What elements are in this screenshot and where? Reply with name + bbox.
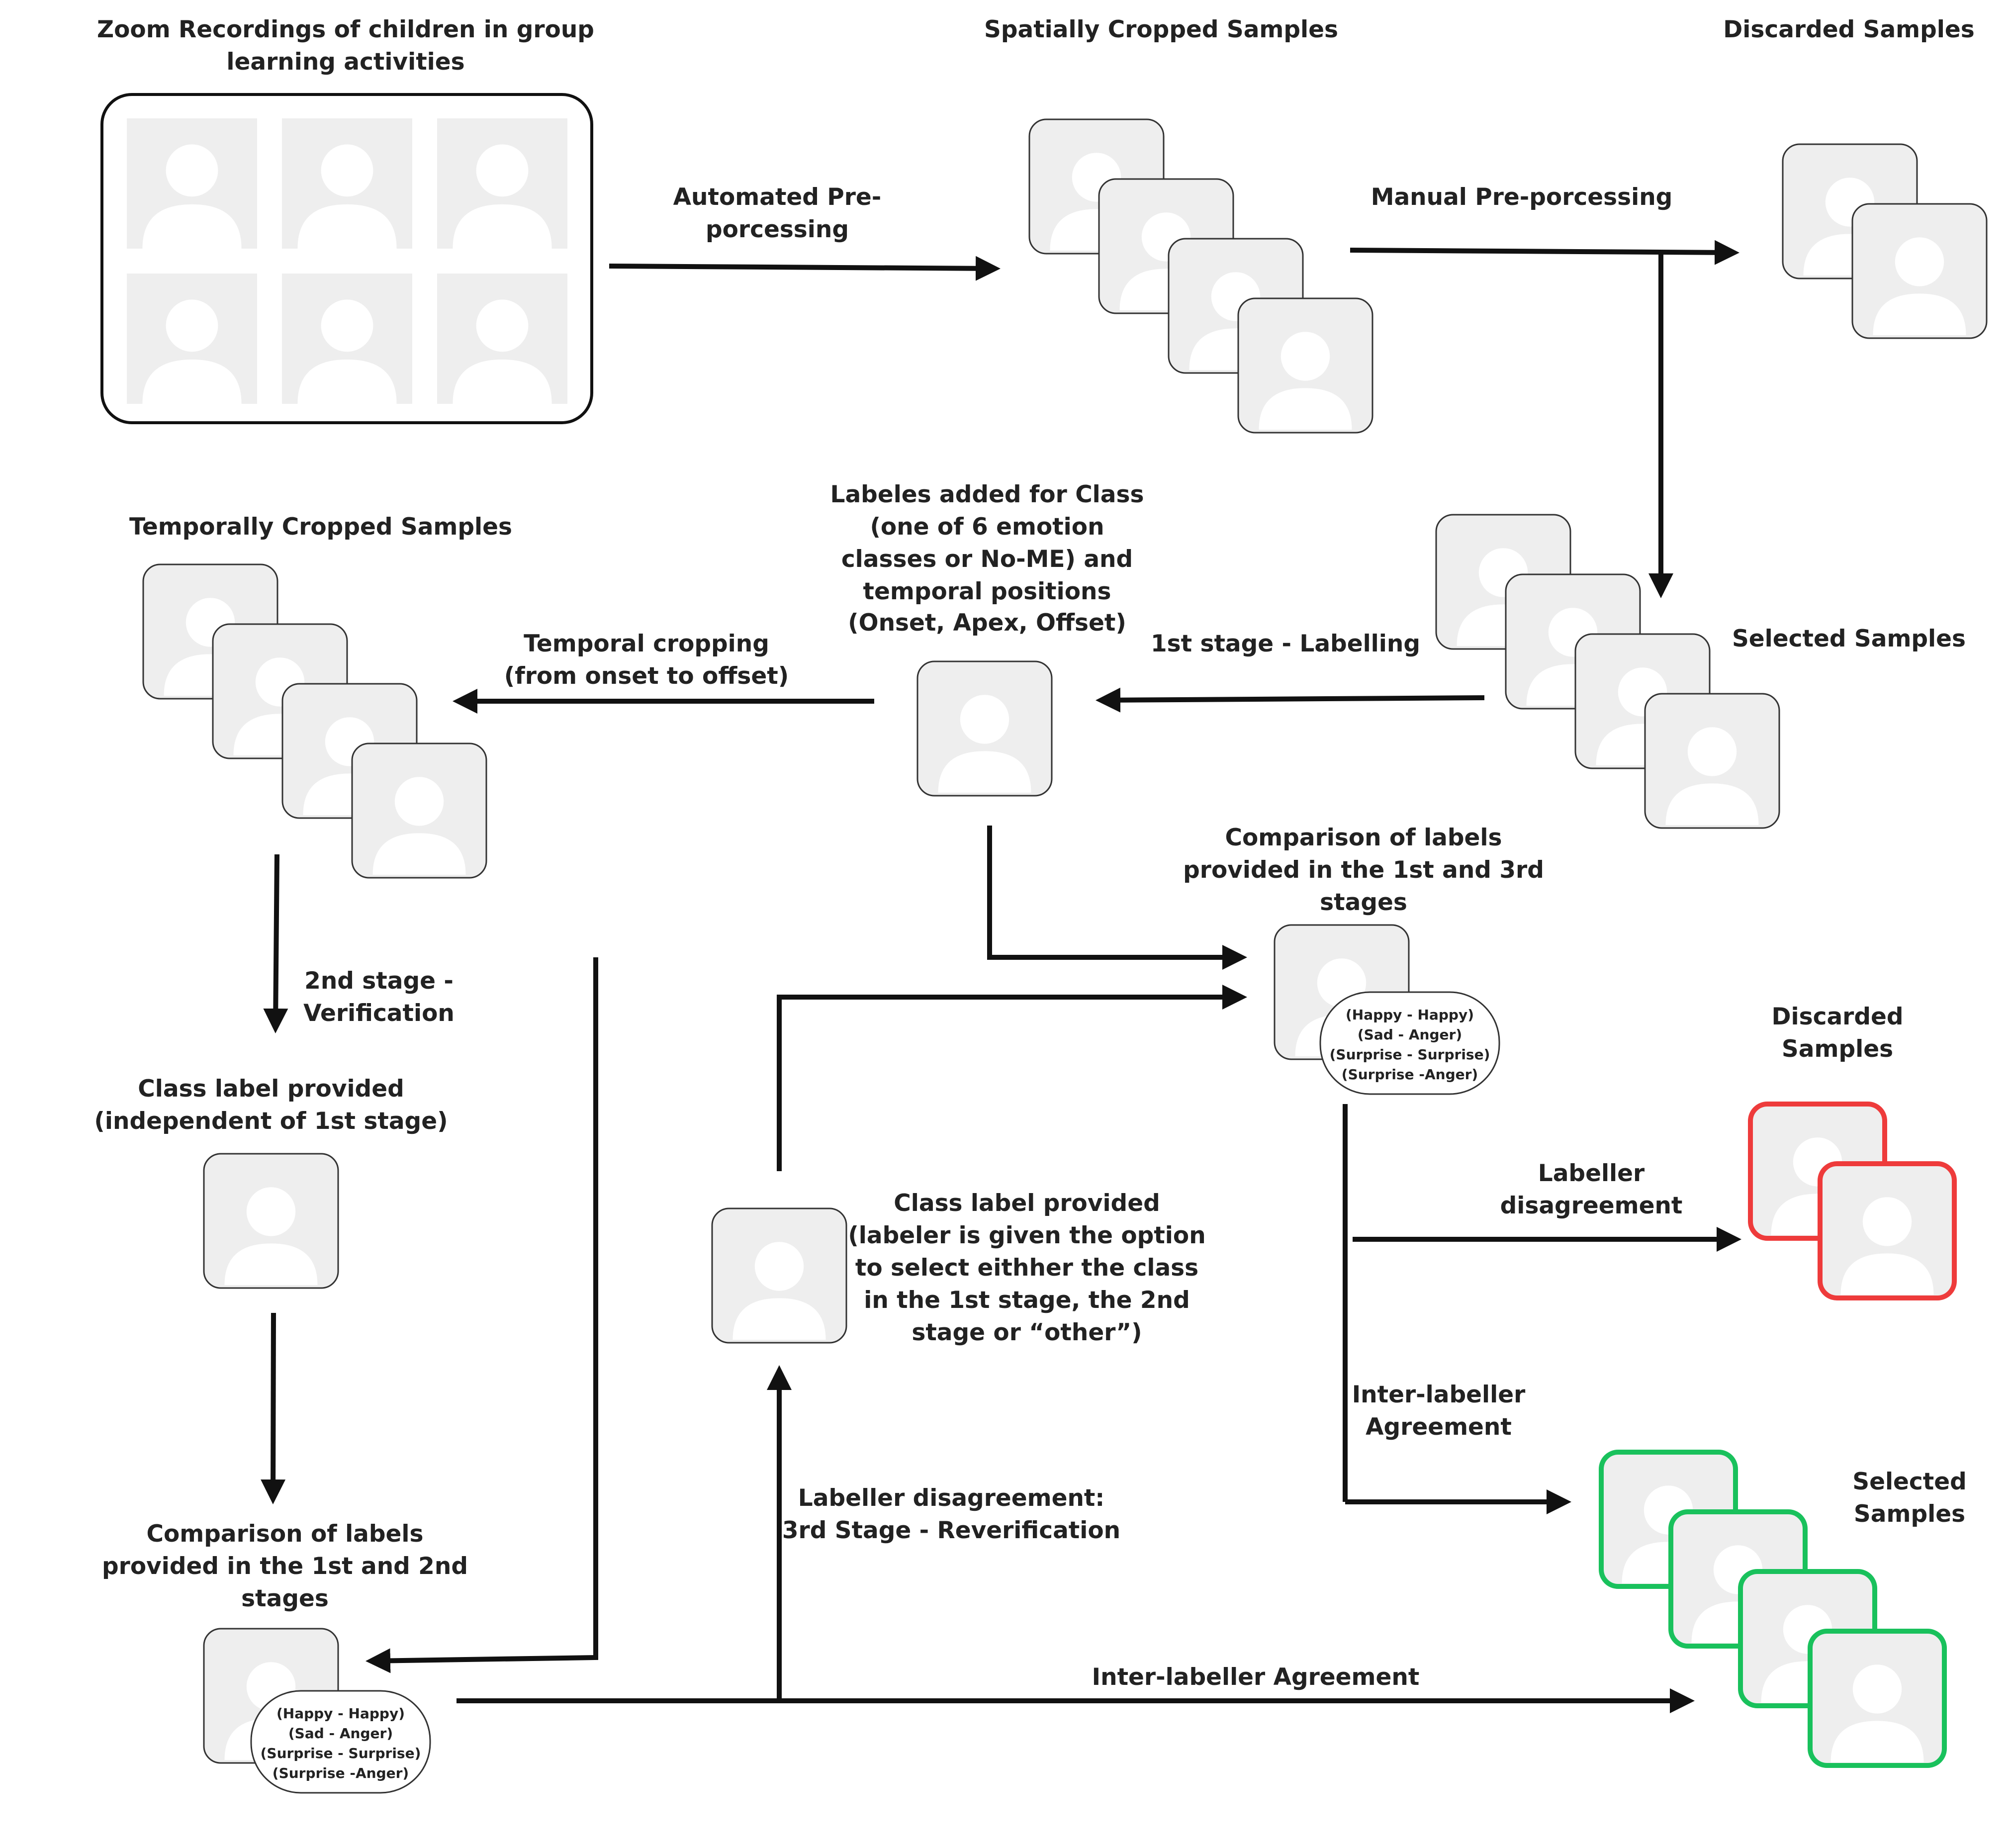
comparison-pair: (Surprise - Surprise) [261, 1745, 421, 1761]
label-selected-samples-top: Selected Samples [1732, 625, 1966, 652]
spatially-cropped-samples-stack [1028, 118, 1373, 434]
zoom-recordings-frame [100, 93, 593, 424]
svg-text:Labeller: Labeller [1538, 1160, 1645, 1187]
arrow-second-stage-verification [263, 854, 288, 1033]
label-automated-preprocessing: Automated Pre- porcessing [673, 184, 882, 243]
svg-text:classes or No-ME) and: classes or No-ME) and [841, 546, 1133, 573]
comparison-badge-1-3: (Happy - Happy) (Sad - Anger) (Surprise … [1319, 991, 1500, 1095]
svg-text:Temporal cropping: Temporal cropping [524, 630, 769, 657]
svg-text:disagreement: disagreement [1500, 1192, 1683, 1219]
svg-text:provided in the 1st and 2nd: provided in the 1st and 2nd [102, 1553, 468, 1580]
svg-text:Class label provided: Class label provided [894, 1190, 1160, 1217]
svg-text:(Onset, Apex, Offset): (Onset, Apex, Offset) [848, 609, 1126, 637]
svg-text:stages: stages [1320, 889, 1407, 916]
svg-text:Discarded Samples: Discarded Samples [1723, 16, 1975, 43]
svg-text:Class label provided: Class label provided [138, 1075, 404, 1103]
comparison-pair: (Happy - Happy) [276, 1705, 405, 1722]
comparison-pair: (Surprise -Anger) [273, 1765, 409, 1781]
svg-text:(one of 6 emotion: (one of 6 emotion [870, 513, 1104, 541]
svg-text:(independent of 1st stage): (independent of 1st stage) [94, 1108, 448, 1135]
svg-text:Labeles added for Class: Labeles added for Class [830, 481, 1144, 508]
svg-text:2nd stage -: 2nd stage - [304, 967, 454, 995]
arrow-to-comparison-1-2 [261, 1312, 286, 1504]
comparison-badge-1-2: (Happy - Happy) (Sad - Anger) (Surprise … [250, 1690, 431, 1794]
svg-text:Zoom Recordings of children in: Zoom Recordings of children in group [97, 16, 594, 43]
label-labeller-disagreement-3rd-stage: Labeller disagreement: 3rd Stage - Rever… [782, 1484, 1120, 1544]
sample-tiles [142, 118, 1988, 1768]
connector-to-comparison-1-2 [366, 957, 598, 1673]
label-class-label-option: Class label provided (labeler is given t… [848, 1190, 1205, 1346]
svg-text:provided in the 1st and 3rd: provided in the 1st and 3rd [1183, 856, 1544, 884]
label-zoom-recordings: Zoom Recordings of children in group lea… [97, 16, 594, 76]
label-discarded-samples-mid: Discarded Samples [1771, 1003, 1903, 1063]
svg-text:Temporally Cropped Samples: Temporally Cropped Samples [129, 513, 512, 541]
label-inter-labeller-agreement-bottom: Inter-labeller Agreement [1092, 1663, 1420, 1691]
label-first-stage-labelling: 1st stage - Labelling [1151, 630, 1420, 657]
svg-text:Labeller disagreement:: Labeller disagreement: [798, 1484, 1104, 1512]
svg-text:temporal positions: temporal positions [863, 578, 1111, 605]
label-labeller-disagreement: Labeller disagreement [1500, 1160, 1683, 1219]
label-inter-labeller-agreement-right: Inter-labeller Agreement [1352, 1381, 1526, 1441]
label-class-label-independent: Class label provided (independent of 1st… [94, 1075, 448, 1135]
label-temporally-cropped-samples: Temporally Cropped Samples [129, 513, 512, 541]
zoom-grid-tiles [127, 118, 567, 404]
svg-text:Inter-labeller: Inter-labeller [1352, 1381, 1526, 1408]
discarded-samples-top-stack [1782, 143, 1988, 339]
svg-text:Comparison of labels: Comparison of labels [146, 1520, 423, 1548]
svg-text:3rd Stage - Reverification: 3rd Stage - Reverification [782, 1517, 1120, 1544]
label-comparison-1-2: Comparison of labels provided in the 1st… [102, 1520, 468, 1612]
connector-reverification-to-comparison [777, 985, 1247, 1171]
svg-text:Selected: Selected [1852, 1468, 1967, 1495]
svg-text:stage or “other”): stage or “other”) [912, 1319, 1142, 1346]
svg-text:Selected Samples: Selected Samples [1732, 625, 1966, 652]
label-discarded-samples-top: Discarded Samples [1723, 16, 1975, 43]
label-comparison-1-3: Comparison of labels provided in the 1st… [1183, 824, 1544, 916]
svg-text:stages: stages [241, 1585, 329, 1612]
svg-text:Verification: Verification [303, 1000, 455, 1027]
label-spatially-cropped-samples: Spatially Cropped Samples [984, 16, 1338, 43]
arrow-manual-preprocessing [1350, 240, 1739, 265]
svg-text:Inter-labeller Agreement: Inter-labeller Agreement [1092, 1663, 1420, 1691]
svg-text:in the 1st stage, the 2nd: in the 1st stage, the 2nd [864, 1287, 1189, 1314]
comparison-pair: (Happy - Happy) [1346, 1007, 1474, 1023]
svg-text:1st stage - Labelling: 1st stage - Labelling [1151, 630, 1420, 657]
svg-text:Manual Pre-porcessing: Manual Pre-porcessing [1371, 184, 1673, 211]
svg-text:(labeler is given the option: (labeler is given the option [848, 1222, 1205, 1249]
svg-text:Samples: Samples [1854, 1500, 1965, 1528]
reverification-tile [711, 1207, 847, 1344]
discarded-samples-mid-stack [1748, 1102, 1957, 1300]
svg-text:to select eithher the class: to select eithher the class [855, 1254, 1198, 1282]
arrow-automated-preprocessing [609, 256, 1001, 281]
svg-text:Agreement: Agreement [1366, 1413, 1512, 1441]
arrow-first-stage-labelling [1096, 687, 1485, 713]
svg-text:Samples: Samples [1782, 1035, 1893, 1063]
selected-samples-top-stack [1435, 514, 1780, 829]
svg-text:Automated Pre-: Automated Pre- [673, 184, 882, 211]
svg-text:Spatially Cropped Samples: Spatially Cropped Samples [984, 16, 1338, 43]
label-selected-samples-bottom: Selected Samples [1852, 1468, 1967, 1528]
label-second-stage-verification: 2nd stage - Verification [303, 967, 455, 1027]
flow-arrows [261, 240, 1741, 1713]
svg-text:Discarded: Discarded [1771, 1003, 1903, 1030]
svg-text:porcessing: porcessing [706, 216, 849, 243]
label-temporal-cropping: Temporal cropping (from onset to offset) [504, 630, 789, 690]
selected-samples-bottom-stack [1599, 1450, 1947, 1768]
temporally-cropped-samples-stack [142, 563, 487, 879]
svg-text:Comparison of labels: Comparison of labels [1225, 824, 1502, 851]
comparison-pair: (Sad - Anger) [1358, 1026, 1462, 1043]
svg-text:learning activities: learning activities [226, 48, 464, 76]
svg-text:(from onset to offset): (from onset to offset) [504, 662, 789, 690]
class-label-independent-tile [203, 1153, 339, 1289]
comparison-pair: (Surprise - Surprise) [1330, 1046, 1490, 1063]
connector-to-comparison-1-3 [987, 826, 1247, 970]
labelled-sample-tile [916, 660, 1053, 797]
comparison-pair: (Sad - Anger) [288, 1725, 393, 1742]
comparison-pair: (Surprise -Anger) [1342, 1066, 1478, 1083]
label-labels-added: Labeles added for Class (one of 6 emotio… [830, 481, 1144, 637]
label-manual-preprocessing: Manual Pre-porcessing [1371, 184, 1673, 211]
